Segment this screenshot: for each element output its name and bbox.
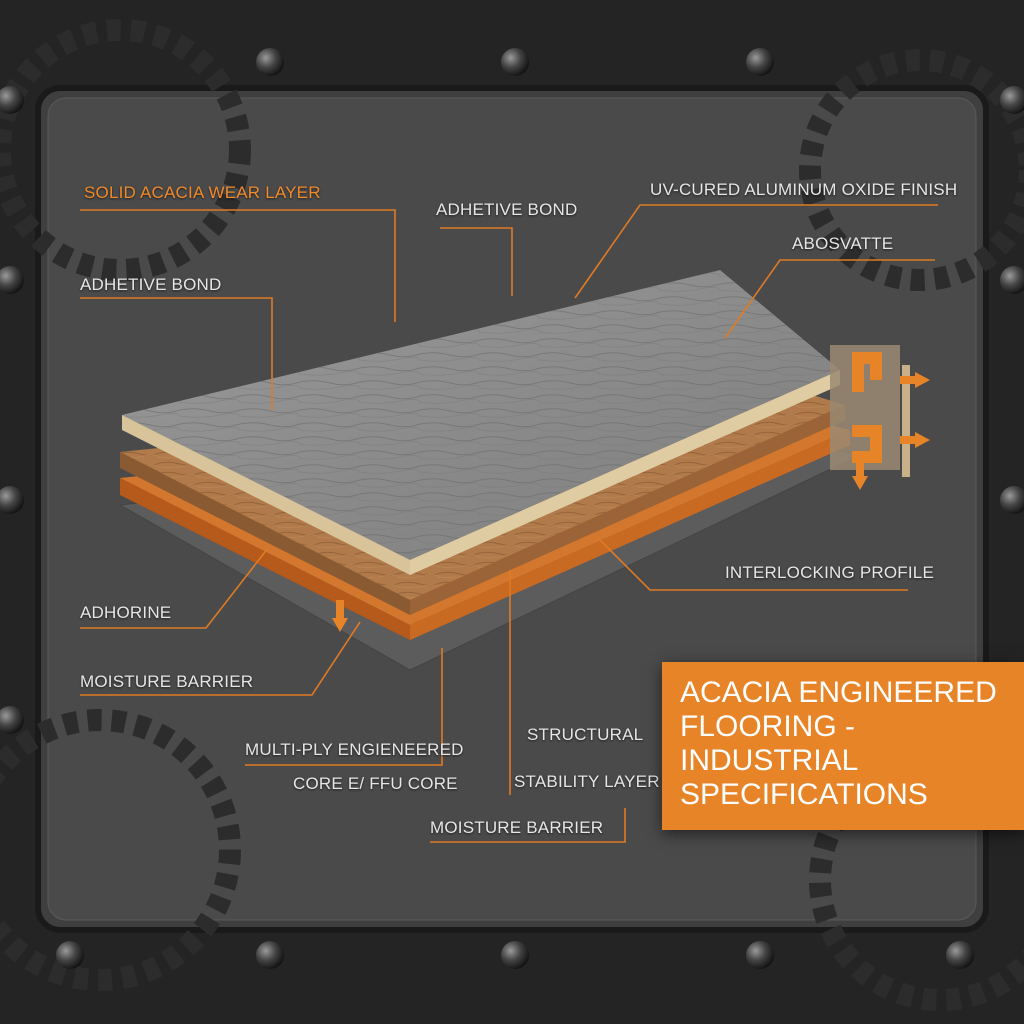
label-multi-ply-line2: CORE E/ FFU CORE	[293, 774, 458, 793]
wear-layer-front	[410, 370, 840, 575]
arrow-icon	[332, 372, 930, 632]
label-adhorine: ADHORINE	[80, 603, 172, 622]
label-adhetive-bond-top: ADHETIVE BOND	[436, 200, 578, 219]
label-uv-cured-finish: UV-CURED ALUMINUM OXIDE FINISH	[650, 180, 958, 199]
flooring-layers	[118, 270, 910, 671]
label-solid-acacia-wear-layer: SOLID ACACIA WEAR LAYER	[84, 183, 321, 202]
wood-layer-front	[410, 405, 845, 615]
wood-layer-side	[120, 452, 410, 615]
label-moisture-barrier-bottom: MOISTURE BARRIER	[430, 818, 604, 837]
interlocking-profile-detail	[830, 345, 910, 477]
label-interlocking-profile: INTERLOCKING PROFILE	[725, 563, 934, 582]
core-layer-front	[410, 430, 850, 640]
label-moisture-barrier-left: MOISTURE BARRIER	[80, 672, 254, 691]
page-title: ACACIA ENGINEERED FLOORING - INDUSTRIAL …	[680, 676, 997, 811]
core-layer-side	[120, 478, 410, 640]
title-banner: ACACIA ENGINEERED FLOORING - INDUSTRIAL …	[662, 662, 1024, 830]
label-abosvatte: ABOSVATTE	[792, 234, 894, 253]
label-structural: STRUCTURAL	[527, 725, 644, 744]
wear-layer-side	[122, 415, 410, 575]
label-multi-ply-line1: MULTI-PLY ENGIENEERED	[245, 740, 464, 759]
label-adhetive-bond-left: ADHETIVE BOND	[80, 275, 222, 294]
leader-lines	[80, 204, 938, 843]
label-stability-layer: STABILITY LAYER	[514, 772, 660, 791]
